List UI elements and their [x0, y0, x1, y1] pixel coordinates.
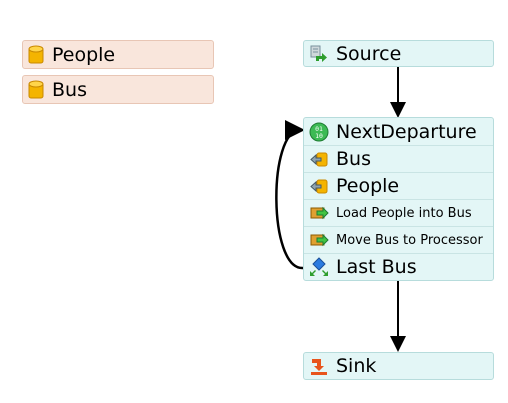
label-text: Bus	[52, 78, 87, 101]
node-row-move-bus[interactable]: Move Bus to Processor	[304, 227, 493, 254]
node-row-bus[interactable]: Bus	[304, 146, 493, 173]
sink-label: Sink	[336, 355, 377, 377]
list-pull-icon	[309, 149, 329, 169]
row-label: People	[336, 175, 400, 197]
list-pull-icon	[309, 176, 329, 196]
node-row-last-bus[interactable]: Last Bus	[304, 254, 493, 280]
load-activity-icon	[309, 203, 329, 223]
source-node[interactable]: Source	[303, 40, 494, 67]
source-icon	[309, 44, 329, 64]
label-bus[interactable]: Bus	[22, 75, 214, 104]
source-label: Source	[336, 42, 402, 65]
node-row-nextdeparture[interactable]: 01 10 NextDeparture	[304, 118, 493, 146]
row-label: Bus	[336, 148, 371, 170]
row-label: Move Bus to Processor	[336, 232, 483, 248]
decide-icon	[309, 257, 329, 277]
database-icon	[28, 45, 44, 65]
label-people[interactable]: People	[22, 40, 214, 69]
binary-variable-icon: 01 10	[309, 122, 329, 142]
row-label: Last Bus	[336, 256, 417, 278]
move-activity-icon	[309, 230, 329, 250]
sink-icon	[309, 356, 329, 376]
node-row-people[interactable]: People	[304, 173, 493, 200]
node-row-load-people[interactable]: Load People into Bus	[304, 200, 493, 227]
svg-text:10: 10	[315, 132, 323, 140]
label-text: People	[52, 43, 116, 66]
sink-node[interactable]: Sink	[303, 352, 494, 380]
row-label: NextDeparture	[336, 120, 477, 143]
svg-text:01: 01	[315, 125, 323, 133]
row-label: Load People into Bus	[336, 205, 472, 221]
process-node[interactable]: 01 10 NextDeparture Bus People	[303, 117, 494, 281]
loop-back-arrow	[275, 120, 305, 270]
database-icon	[28, 80, 44, 100]
